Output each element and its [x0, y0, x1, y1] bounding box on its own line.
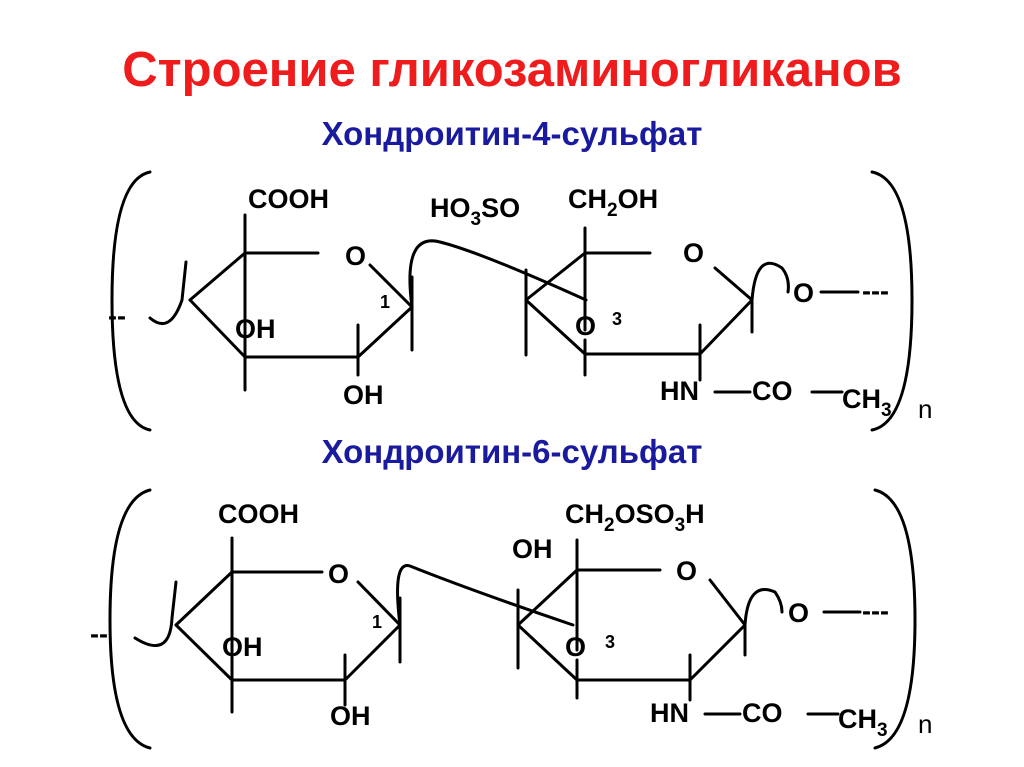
label-ch3: CH3	[838, 704, 888, 741]
label-linking-oxygen: O	[575, 311, 596, 341]
label-extension-oxygen: O	[788, 598, 809, 628]
label-carbon-3: 3	[605, 632, 615, 652]
label-hydroxyl-a2: OH	[330, 701, 371, 731]
bonds-4s	[110, 170, 914, 432]
label-ch2oh: CH2OH	[568, 184, 658, 221]
dash-right: ---	[862, 596, 889, 626]
bracket-right	[870, 170, 914, 432]
label-hydroxyl-a1: OH	[222, 632, 263, 662]
bracket-right	[873, 488, 917, 750]
label-sulfate-group: HO3SO	[430, 193, 520, 230]
label-ch3: CH3	[842, 384, 892, 421]
label-co: CO	[752, 376, 793, 406]
bracket-left	[108, 488, 152, 750]
label-carbon-1: 1	[372, 612, 382, 632]
label-ring-oxygen-b: O	[683, 238, 704, 268]
chondroitin-4-sulfate-structure: COOH O OH OH 1 HO3SO CH2OH O O 3 HN CO C…	[108, 170, 932, 432]
label-extension-oxygen: O	[793, 278, 814, 308]
heading-chondroitin-6-sulfate: Хондроитин-6-сульфат	[321, 433, 703, 470]
bonds-6s	[108, 488, 917, 750]
label-ch2oso3h: CH2OSO3H	[565, 499, 705, 536]
label-hydroxyl-a2: OH	[343, 380, 384, 410]
label-linking-oxygen: O	[565, 632, 586, 662]
chondroitin-6-sulfate-structure: COOH O OH OH 1 OH CH2OSO3H O O 3 HN CO C…	[90, 488, 932, 750]
heading-chondroitin-4-sulfate: Хондроитин-4-сульфат	[321, 115, 703, 152]
label-repeat-n: n	[918, 709, 932, 739]
bracket-left	[110, 170, 152, 432]
label-ring-oxygen-a: O	[345, 241, 366, 271]
label-ring-oxygen-a: O	[328, 559, 349, 589]
label-cooh: COOH	[218, 499, 299, 529]
label-repeat-n: n	[918, 394, 932, 424]
label-cooh: COOH	[248, 184, 329, 214]
label-carbon-1: 1	[380, 292, 390, 312]
page-title: Строение гликозаминогликанов	[122, 43, 902, 97]
label-hn: HN	[650, 698, 689, 728]
label-hn: HN	[660, 376, 699, 406]
label-carbon-3: 3	[612, 309, 622, 329]
label-hydroxyl-a1: OH	[235, 314, 276, 344]
dash-left: --	[108, 301, 126, 331]
label-hydroxyl-b: OH	[512, 534, 553, 564]
dash-left: --	[90, 619, 108, 649]
label-co: CO	[742, 698, 783, 728]
dash-right: ---	[862, 276, 889, 306]
label-ring-oxygen-b: O	[676, 556, 697, 586]
